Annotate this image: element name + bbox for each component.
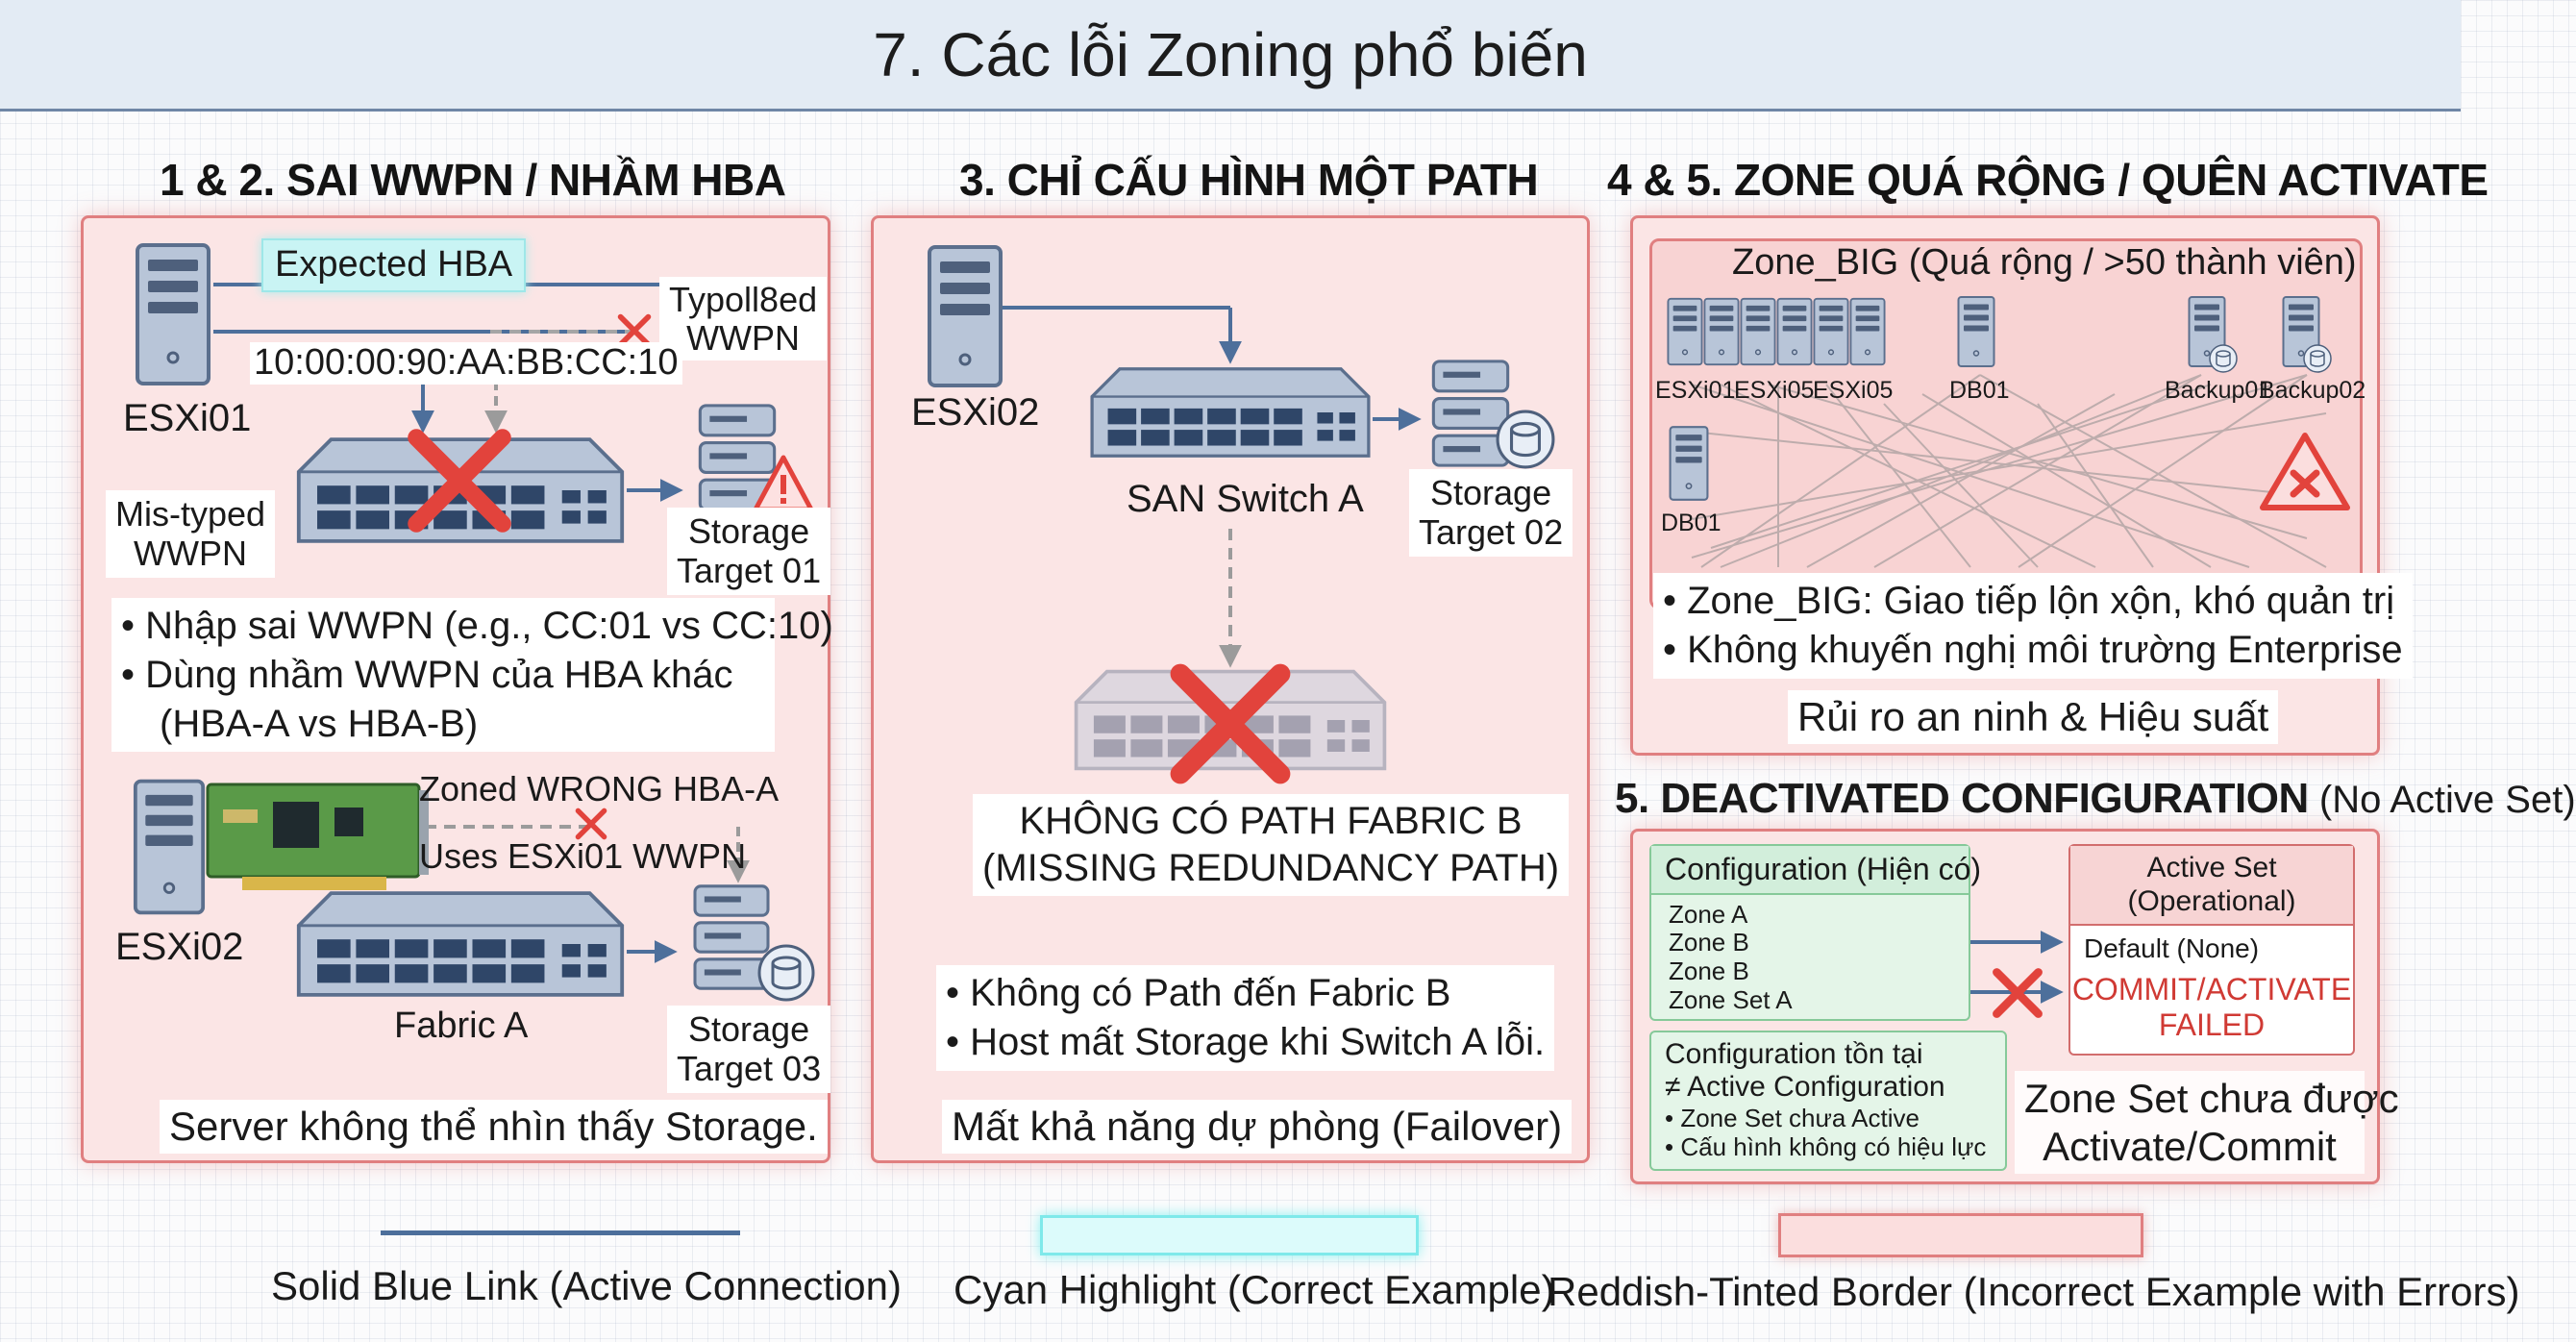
section1-heading: 1 & 2. SAI WWPN / NHẦM HBA: [160, 155, 786, 205]
config-note-box: Configuration tồn tại≠ Active Configurat…: [1649, 1031, 2007, 1171]
zone-error-warning-icon: [2260, 433, 2350, 510]
legend-blue-label: Solid Blue Link (Active Connection): [271, 1263, 903, 1308]
active-set-box: Active Set(Operational) Default (None) C…: [2068, 844, 2355, 1056]
server-label-esxi05: ESXi05: [1813, 377, 1894, 404]
page-title: 7. Các lỗi Zoning phổ biến: [873, 19, 1588, 89]
wwpn-value: 10:00:00:90:AA:BB:CC:10: [250, 342, 682, 385]
section3-footer: Rủi ro an ninh & Hiệu suất: [1788, 690, 2279, 745]
legend-red-label: Reddish-Tinted Border (Incorrect Example…: [1548, 1269, 2520, 1314]
server-label-db01-lower: DB01: [1661, 509, 1721, 536]
section4-heading: 5. DEACTIVATED CONFIGURATION (No Active …: [1615, 775, 2576, 822]
config-note-items: • Zone Set chưa Active• Cấu hình không c…: [1665, 1104, 1987, 1161]
section1-footer: Server không thể nhìn thấy Storage.: [160, 1100, 828, 1155]
section2-bullets: • Không có Path đến Fabric B• Host mất S…: [936, 965, 1555, 1071]
legend-cyan-label: Cyan Highlight (Correct Example): [954, 1267, 1555, 1312]
zone-mesh-lines: [1691, 374, 2346, 568]
san-switch-a-label: SAN Switch A: [1127, 478, 1364, 520]
section2-heading: 3. CHỈ CẤU HÌNH MỘT PATH: [959, 155, 1539, 205]
section1-bullets: • Nhập sai WWPN (e.g., CC:01 vs CC:10)• …: [111, 598, 833, 753]
zone-big-title: Zone_BIG (Quá rộng / >50 thành viên): [1732, 242, 2357, 283]
server-label-esxi01: ESXi01: [1655, 377, 1736, 404]
legend-red-swatch: [1778, 1213, 2143, 1257]
legend-cyan-swatch: [1040, 1215, 1419, 1255]
section2-footer: Mất khả năng dự phòng (Failover): [942, 1100, 1573, 1155]
fabric-a-label: Fabric A: [394, 1006, 529, 1046]
hba-card-icon: [206, 783, 429, 890]
config-note-title: Configuration tồn tại≠ Active Configurat…: [1665, 1038, 1945, 1103]
zoned-wrong-hba-label: Zoned WRONG HBA-A: [419, 769, 780, 808]
legend-blue-line: [381, 1230, 740, 1235]
active-set-default: Default (None): [2084, 933, 2260, 963]
missing-path-label: KHÔNG CÓ PATH FABRIC B(MISSING REDUNDANC…: [973, 794, 1570, 896]
server-label-db01: DB01: [1949, 377, 2010, 404]
host-esxi02-label: ESXi02: [115, 926, 244, 968]
section3-bullets: • Zone_BIG: Giao tiếp lộn xộn, khó quản …: [1653, 573, 2413, 679]
host-esxi01-label: ESXi01: [123, 397, 252, 439]
section3-heading: 4 & 5. ZONE QUÁ RỘNG / QUÊN ACTIVATE: [1607, 155, 2489, 205]
section2-host-label: ESXi02: [911, 391, 1040, 434]
server-label-esxi05: ESXi05: [1734, 377, 1815, 404]
uses-esxi01-wwpn-label: Uses ESXi01 WWPN: [419, 836, 747, 876]
title-bar: 7. Các lỗi Zoning phổ biến: [0, 0, 2461, 112]
active-set-title: Active Set(Operational): [2070, 846, 2353, 926]
server-label-backup02: Backup02: [2259, 377, 2366, 404]
server-label-backup01: Backup01: [2165, 377, 2272, 404]
configuration-title: Configuration (Hiện có): [1651, 846, 1981, 895]
expected-hba-label: Expected HBA: [261, 238, 527, 292]
section2-links: [1000, 306, 1422, 668]
activate-failed-x-icon: [1992, 967, 2043, 1019]
